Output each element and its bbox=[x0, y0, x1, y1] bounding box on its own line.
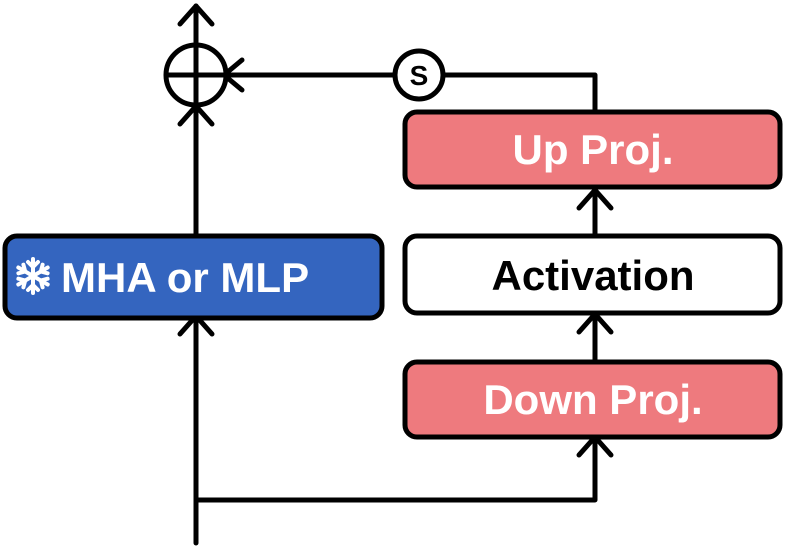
up-proj-block: Up Proj. bbox=[402, 109, 783, 190]
down-proj-label: Down Proj. bbox=[483, 376, 702, 423]
arrowhead-output bbox=[177, 3, 215, 27]
snowflake-icon bbox=[16, 257, 50, 295]
down-proj-box bbox=[402, 359, 783, 440]
scale-node-circle bbox=[392, 48, 446, 102]
up-proj-box bbox=[402, 109, 783, 190]
up-proj-out-line bbox=[440, 72, 598, 115]
up-proj-label: Up Proj. bbox=[512, 126, 673, 173]
down-proj-block: Down Proj. bbox=[402, 359, 783, 440]
frozen-block: MHA or MLP bbox=[2, 233, 385, 321]
arrowhead-into-up-proj bbox=[576, 187, 614, 211]
scale-node-label: S bbox=[410, 60, 429, 91]
frozen-block-label: MHA or MLP bbox=[61, 254, 309, 301]
sum-node bbox=[163, 42, 229, 108]
activation-label: Activation bbox=[491, 252, 694, 299]
scale-node: S bbox=[392, 48, 446, 102]
activation-block: Activation bbox=[402, 233, 783, 316]
activation-box bbox=[402, 233, 783, 316]
branch-to-adapter-line bbox=[193, 434, 598, 503]
frozen-block-box bbox=[2, 233, 385, 321]
